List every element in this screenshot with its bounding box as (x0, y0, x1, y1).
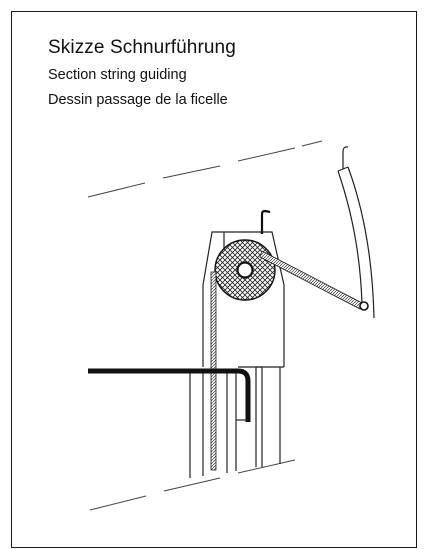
subtitle-french: Dessin passage de la ficelle (48, 92, 228, 108)
frame-profiles (189, 366, 281, 478)
curved-arm (337, 146, 375, 319)
housing-hook (260, 209, 271, 234)
subtitle-english: Section string guiding (48, 67, 187, 83)
diagonal-cord (259, 250, 363, 310)
upper-wall-dashed-line (87, 140, 323, 198)
lower-wall-dashed-line (89, 459, 296, 511)
arm-pivot (359, 301, 369, 311)
pulley-wheel (214, 239, 276, 301)
sill-bar (88, 368, 251, 422)
diagram-title: Skizze Schnurführung (48, 37, 236, 58)
